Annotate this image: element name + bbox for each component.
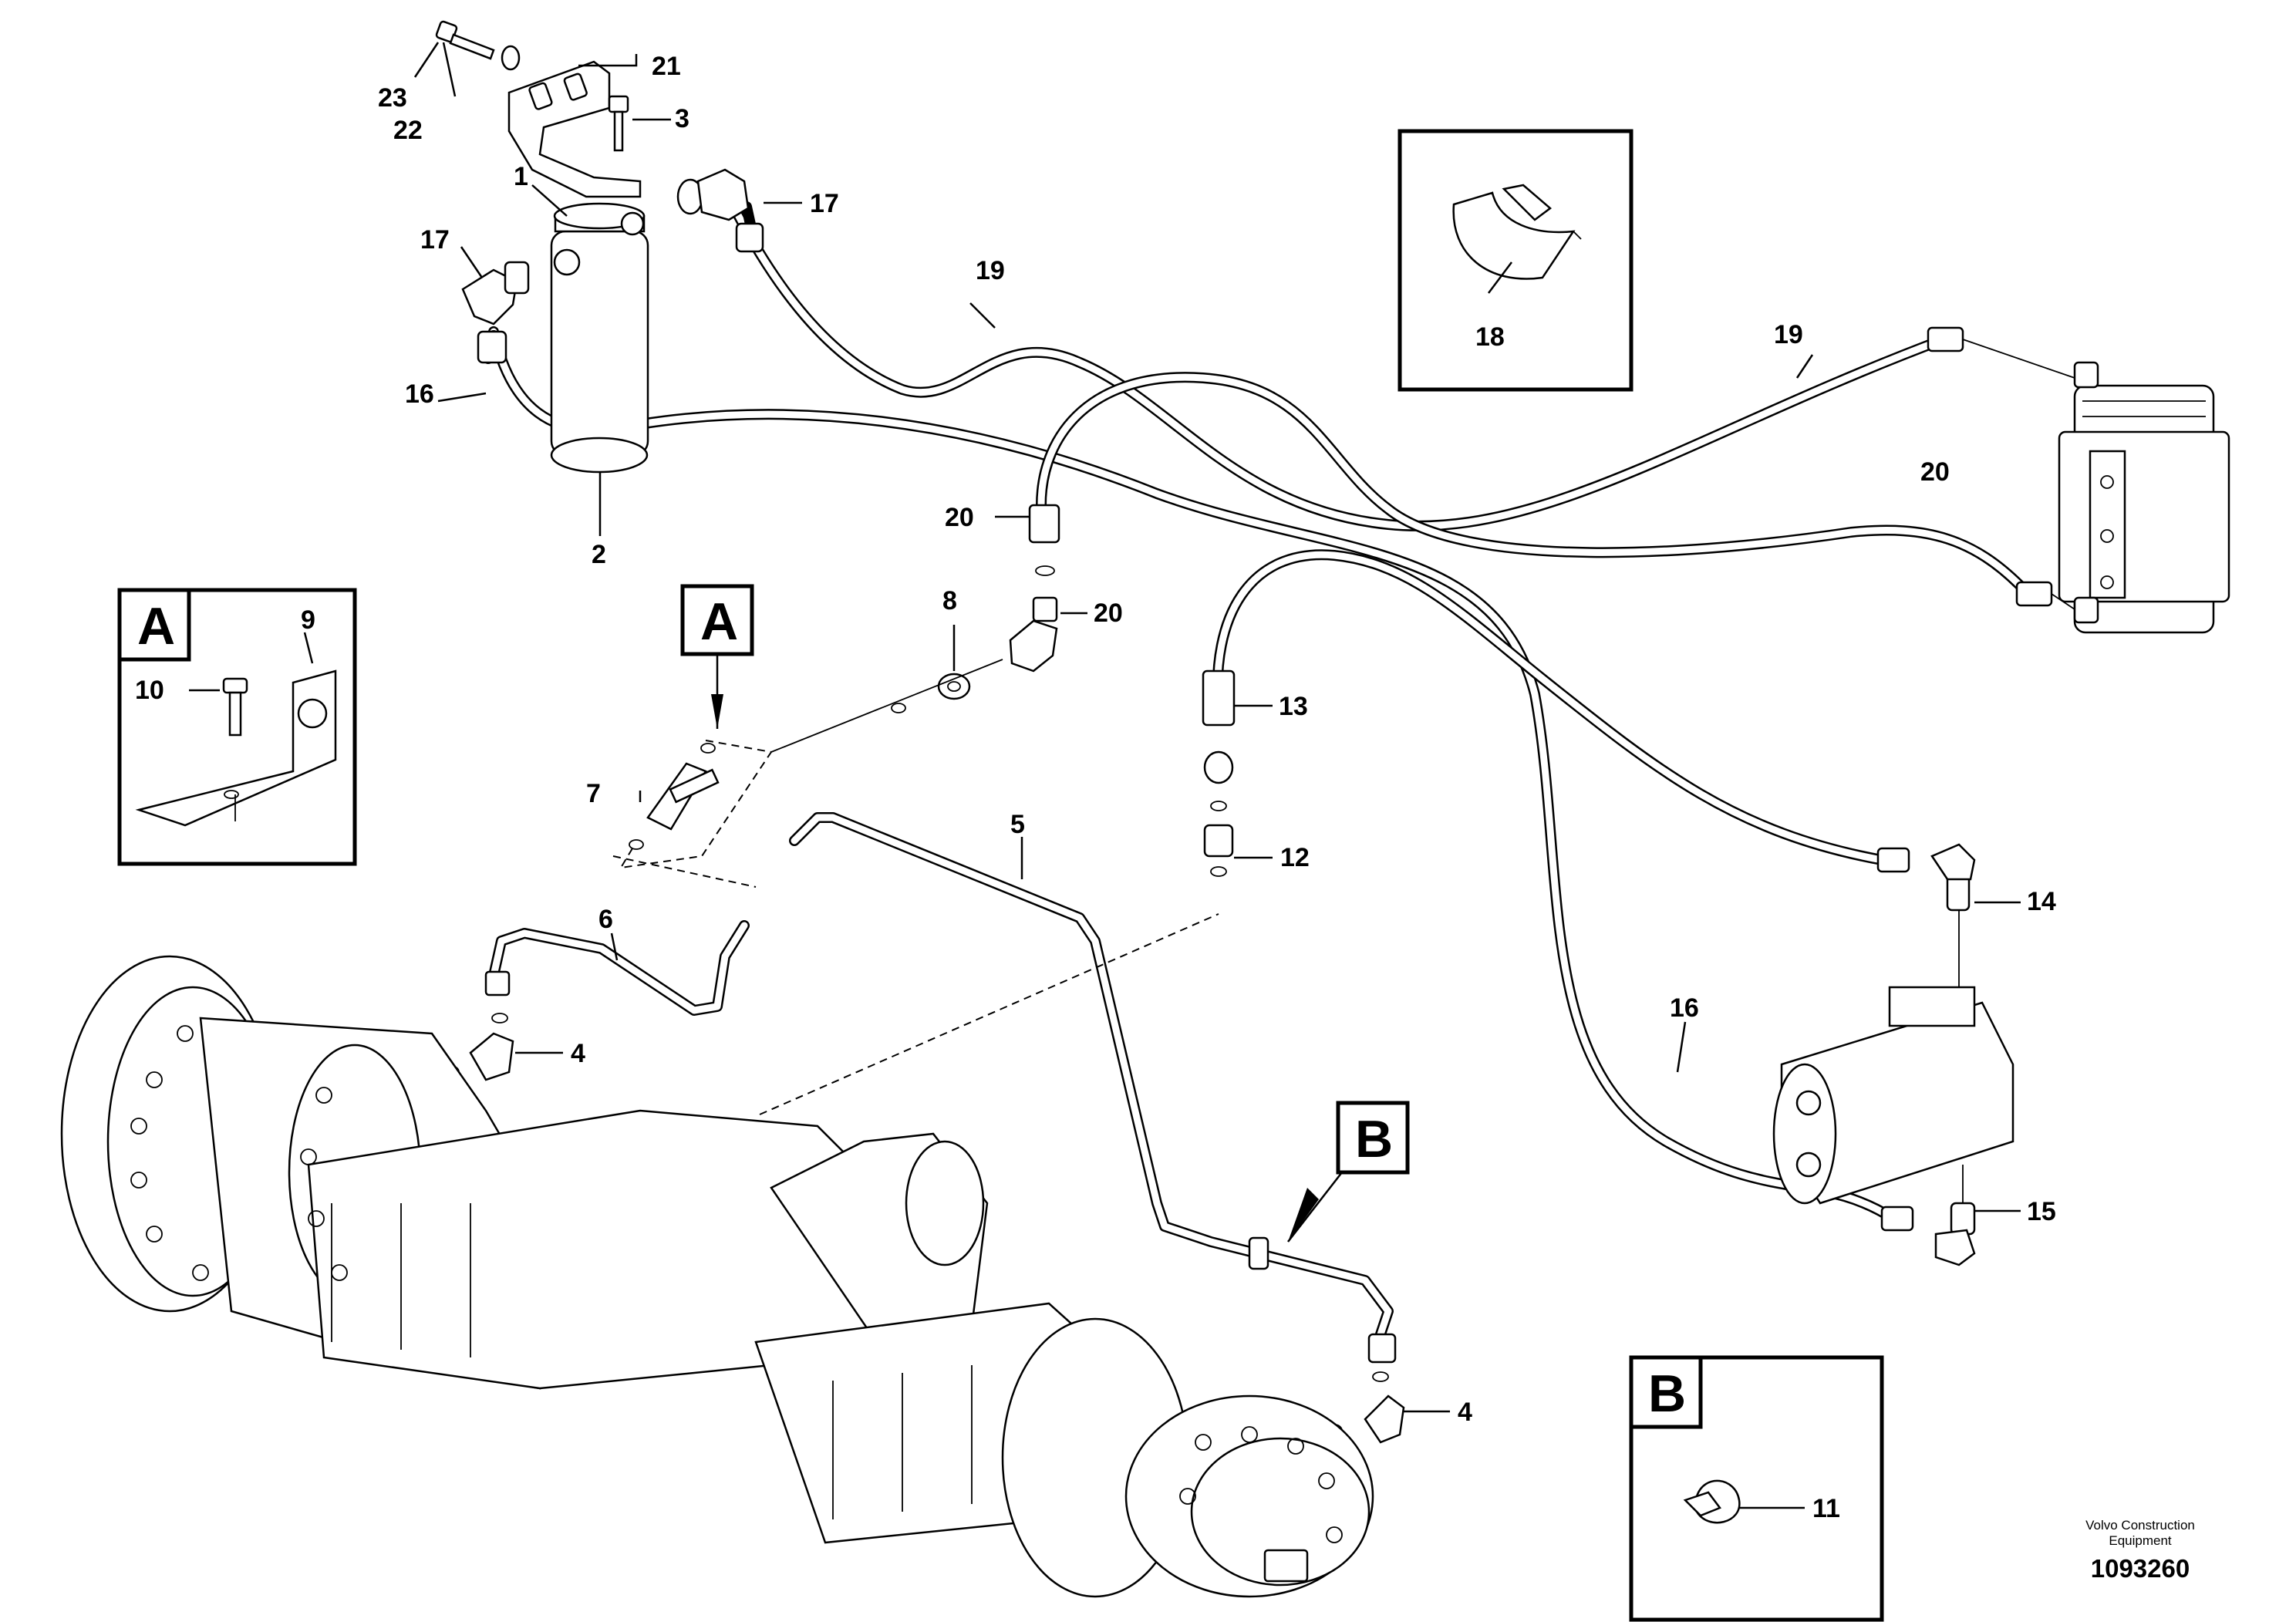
callout-19-right: 19 <box>1774 320 1803 349</box>
callout-4-right: 4 <box>1458 1398 1472 1427</box>
oil-filter <box>550 202 649 474</box>
detail-marker-a <box>680 584 754 729</box>
callout-1: 1 <box>514 162 528 191</box>
leader-lines <box>189 42 2021 1509</box>
credit-line-1: Volvo Construction <box>2085 1518 2195 1533</box>
fitting-12-13 <box>1202 669 1236 877</box>
callout-numbers: 21 22 23 3 1 17 17 19 16 2 18 19 20 20 2… <box>135 52 2056 1523</box>
callout-18: 18 <box>1475 322 1505 352</box>
callout-2: 2 <box>592 540 606 569</box>
axle-assembly <box>60 955 1374 1598</box>
callout-20-top: 20 <box>945 503 974 532</box>
callout-3: 3 <box>675 104 689 133</box>
callout-15: 15 <box>2027 1197 2056 1226</box>
callout-7: 7 <box>586 779 601 808</box>
callout-17-right: 17 <box>810 189 839 218</box>
inset-a-label: A <box>137 597 175 656</box>
callout-19-left: 19 <box>976 256 1005 285</box>
credit-line-2: Equipment <box>2109 1533 2172 1548</box>
callout-20-right: 20 <box>1920 457 1950 487</box>
inset-18-frame <box>1397 129 1633 392</box>
callout-12: 12 <box>1280 843 1310 872</box>
callout-10: 10 <box>135 676 164 705</box>
inset-b-frame <box>1629 1355 1884 1622</box>
elbow-fitting-17-left <box>461 261 530 364</box>
callout-5: 5 <box>1010 810 1025 839</box>
hose-19 <box>731 207 1949 531</box>
hydraulic-pump <box>1772 843 2014 1266</box>
callout-8: 8 <box>942 586 957 615</box>
fitting-20 <box>1009 504 1060 673</box>
nut-8 <box>770 659 1003 753</box>
dashed-line-axle <box>759 913 1219 1115</box>
hose-13-14 <box>1212 549 1887 865</box>
callout-13: 13 <box>1279 692 1308 721</box>
inset-b-label: B <box>1648 1364 1686 1423</box>
dashed-box-7 <box>619 740 773 869</box>
detail-marker-b <box>1287 1101 1410 1243</box>
callout-4-left: 4 <box>571 1039 585 1068</box>
callout-17-left: 17 <box>420 225 450 255</box>
callout-16-left: 16 <box>405 379 434 409</box>
dashed-box-7b <box>612 855 757 888</box>
bolt-3 <box>608 95 629 152</box>
callout-9: 9 <box>301 605 315 635</box>
drawing-number: 1093260 <box>2091 1554 2190 1583</box>
callout-23: 23 <box>378 83 407 113</box>
marker-a-label: A <box>700 592 738 651</box>
marker-b-label: B <box>1355 1110 1393 1168</box>
fitting-4-right <box>1326 1333 1405 1444</box>
callout-16-right: 16 <box>1670 993 1699 1023</box>
callout-22: 22 <box>393 116 423 145</box>
pipe-5 <box>789 812 1394 1340</box>
callout-14: 14 <box>2027 887 2056 916</box>
pipe-6 <box>488 920 750 1016</box>
callout-11: 11 <box>1812 1494 1840 1523</box>
bracket-21 <box>507 60 642 198</box>
callout-20-fitting: 20 <box>1094 599 1123 628</box>
clamp-b-on-pipe <box>1248 1236 1269 1270</box>
valve-7 <box>629 743 720 850</box>
callout-21: 21 <box>652 52 681 81</box>
callout-6: 6 <box>598 905 613 934</box>
hose-20-upper <box>1036 372 2026 592</box>
inset-a-frame <box>117 588 357 866</box>
bolt-23 <box>435 20 521 71</box>
oil-cooler <box>1927 326 2230 634</box>
elbow-fitting-17-right <box>676 168 764 253</box>
